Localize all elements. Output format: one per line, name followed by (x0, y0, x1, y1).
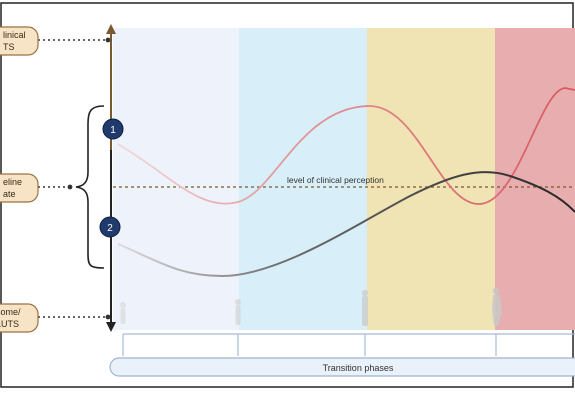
curve-red (117, 87, 575, 205)
figure-icon-4 (492, 287, 502, 326)
leader-lines (38, 39, 108, 318)
marker-2: 2 (99, 216, 121, 238)
phase-bands (113, 28, 575, 330)
svg-text:TS: TS (3, 42, 15, 52)
axis-arrow-up-icon (106, 24, 116, 34)
phase-band-3 (367, 28, 495, 330)
transition-phases-label: Transition phases (323, 363, 394, 373)
figure-icon-3 (361, 289, 369, 326)
label-bottom: some/ LUTS (0, 303, 39, 333)
transition-phases-bar: Transition phases (109, 357, 575, 377)
label-middle: eline ate (0, 173, 39, 203)
svg-text:some/: some/ (0, 307, 21, 317)
marker-1: 1 (102, 118, 124, 140)
svg-text:LUTS: LUTS (0, 319, 19, 329)
curve-dark (117, 171, 575, 278)
svg-text:1: 1 (110, 125, 116, 136)
figure-icon-2 (235, 299, 241, 325)
phase-band-2 (239, 28, 367, 330)
phase-band-4 (495, 28, 575, 330)
svg-text:2: 2 (107, 223, 113, 234)
axis-arrow-down-icon (106, 322, 116, 332)
figure-icons (120, 287, 502, 326)
baseline-brace (75, 105, 105, 269)
svg-text:ate: ate (3, 189, 16, 199)
figure-icon-1 (120, 302, 126, 324)
leader-dot-bottom (105, 314, 111, 320)
clinical-perception-label: level of clinical perception (287, 175, 384, 185)
label-top: linical TS (0, 26, 39, 56)
leader-dot-middle (67, 184, 73, 190)
svg-text:linical: linical (3, 30, 26, 40)
leader-dot-top (105, 37, 111, 43)
svg-text:eline: eline (3, 177, 22, 187)
phase-brackets (122, 333, 575, 356)
phase-band-1 (113, 28, 239, 330)
